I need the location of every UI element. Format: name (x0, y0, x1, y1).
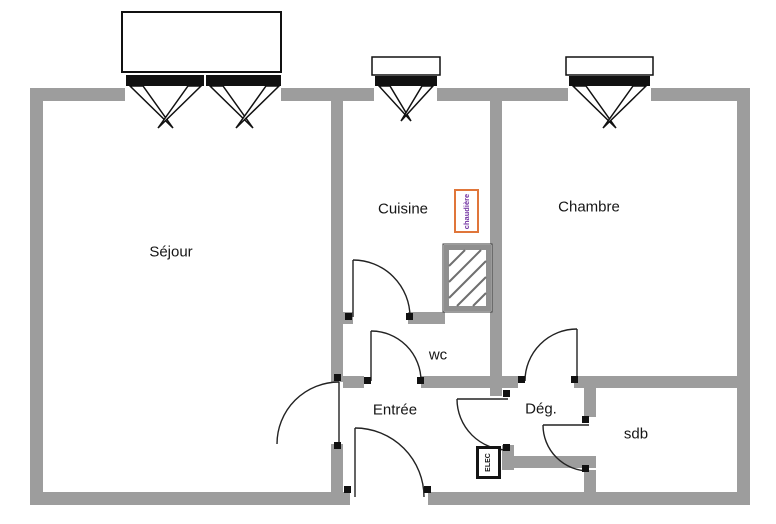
door-wc (370, 330, 422, 382)
door-entree-front (354, 427, 425, 498)
wall-top-3 (437, 88, 568, 101)
outer-walls (30, 88, 750, 505)
wall-cuisine-bottom (408, 312, 445, 324)
interior-walls (331, 100, 738, 505)
room-label-degagement: Dég. (525, 400, 557, 418)
window-sill (371, 56, 441, 76)
shaft-hatch (442, 243, 493, 313)
shaft-frame (444, 245, 491, 311)
wall-wc-1 (343, 376, 364, 388)
elec-label: ELEC (484, 453, 492, 472)
window-sill (565, 56, 654, 76)
shaft-hatch-lines (448, 249, 487, 307)
wall-deg-sdb-bottom (584, 470, 596, 505)
window-sashes (128, 85, 281, 129)
window-chambre (565, 56, 654, 129)
wall-top-1 (30, 88, 125, 101)
room-label-wc: wc (428, 346, 448, 364)
wall-deg-bottom (502, 456, 596, 468)
door-jambs (334, 313, 589, 493)
window-frame (569, 76, 650, 86)
door-cuisine (352, 259, 411, 318)
wall-wc-2 (421, 376, 490, 388)
chaudiere-label: chaudière (462, 193, 471, 229)
door-chambre (524, 328, 578, 382)
wall-bottom-1 (30, 492, 350, 505)
wall-left (30, 88, 43, 505)
room-label-sdb: sdb (623, 425, 649, 443)
chaudiere-box: chaudière (454, 189, 479, 233)
room-label-sejour: Séjour (149, 243, 193, 261)
wall-chambre-bottom-2 (574, 376, 738, 388)
door-sejour (276, 381, 340, 445)
wall-right (737, 88, 750, 505)
window-sejour (121, 11, 282, 129)
window-frame (206, 75, 281, 86)
wall-sejour-top (331, 100, 343, 382)
balcony-outline (121, 11, 282, 73)
room-label-chambre: Chambre (558, 198, 620, 216)
wall-sejour-bottom (331, 444, 343, 493)
window-sashes (571, 85, 648, 129)
wall-top-2 (281, 88, 374, 101)
room-label-entree: Entrée (372, 401, 418, 419)
door-entree-deg (456, 398, 509, 451)
wall-chambre-bottom-1 (502, 376, 518, 388)
door-sdb (542, 424, 590, 472)
elec-box: ELEC (476, 446, 501, 479)
wall-cuisine-chambre (490, 100, 502, 396)
wall-deg-sdb-top (584, 388, 596, 417)
window-frame (126, 75, 204, 86)
doors (276, 259, 590, 498)
window-sashes (377, 85, 435, 122)
room-label-cuisine: Cuisine (377, 200, 429, 218)
window-cuisine (371, 56, 441, 122)
window-frame (375, 76, 437, 86)
wall-top-4 (651, 88, 750, 101)
